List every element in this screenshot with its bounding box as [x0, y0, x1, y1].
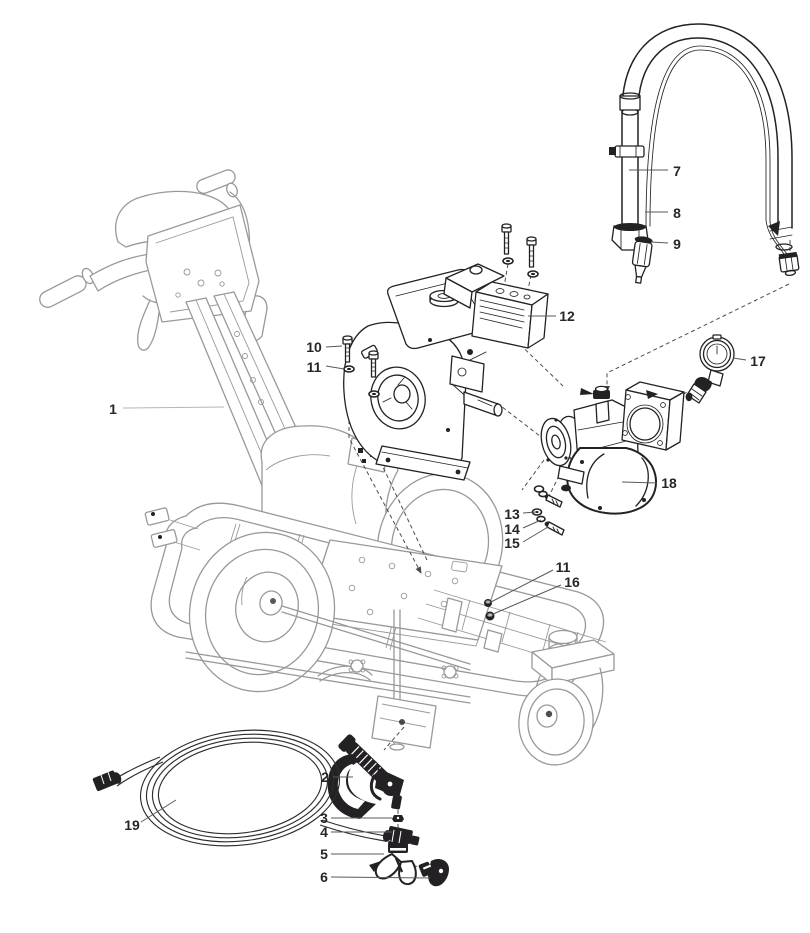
- callout-label: 9: [673, 236, 681, 252]
- engine-washer: [368, 390, 380, 398]
- callout-label: 11: [556, 559, 571, 575]
- hose-clamp: [609, 145, 645, 158]
- gun-parts-drawing: [369, 815, 449, 887]
- callout-label: 6: [320, 869, 328, 885]
- axle-and-gun-holder: [185, 605, 471, 751]
- callout-spray-tip: 6: [320, 869, 431, 885]
- leader-line: [522, 511, 537, 514]
- inlet-strainer: [631, 236, 653, 284]
- spray-gun-drawing: [327, 734, 404, 819]
- leader-line: [325, 345, 343, 348]
- hose-fitting: [382, 826, 420, 846]
- callout-label: 4: [320, 824, 328, 840]
- callout-spray-gun: 2: [321, 769, 353, 785]
- callout-drain-tube: 8: [645, 205, 681, 221]
- callout-engine: 12: [528, 308, 575, 324]
- callout-engine-washer: 11: [307, 359, 345, 375]
- clamp-knob: [348, 659, 366, 673]
- callout-pump-washer: 13: [504, 506, 537, 522]
- leader-line: [621, 481, 658, 484]
- leader-line: [122, 406, 225, 409]
- pump-fasteners-drawing: [484, 485, 565, 621]
- pump-mount-bolt: [526, 236, 539, 278]
- callout-frame-mast: 1: [109, 401, 225, 417]
- callout-label: 8: [673, 205, 681, 221]
- callout-pump: 18: [621, 475, 677, 491]
- callout-label: 2: [321, 769, 329, 785]
- leader-line: [522, 519, 542, 529]
- callout-tip-guard: 5: [320, 846, 384, 862]
- cart-frame-drawing: [39, 169, 615, 766]
- callout-frame-washer: 11: [490, 559, 571, 603]
- engine-bolt: [368, 350, 379, 378]
- callout-label: 18: [661, 475, 677, 491]
- callout-pump-lock-washer: 14: [504, 519, 542, 537]
- fastener-set-installed: [533, 485, 563, 508]
- hose-end-fitting: [778, 251, 800, 277]
- leader-line: [330, 876, 431, 879]
- pump-mount-bolt: [501, 223, 514, 265]
- leader-line: [492, 584, 562, 615]
- callout-label: 16: [564, 574, 580, 590]
- callout-gun-nut: 3: [320, 810, 392, 826]
- callout-engine-bolt: 10: [306, 339, 343, 355]
- spray-tip: [418, 858, 449, 887]
- callout-gun-seal: 4: [320, 824, 392, 840]
- leader-line: [325, 365, 345, 370]
- callout-suction-hose: 7: [629, 163, 681, 179]
- callout-label: 13: [504, 506, 520, 522]
- leader-line: [522, 526, 549, 543]
- wheel-left: [188, 531, 336, 693]
- callout-pump-bolt: 15: [504, 526, 549, 551]
- callout-inlet-strainer: 9: [650, 236, 681, 252]
- frame-nuts: [484, 599, 495, 621]
- caster-wheel: [518, 629, 615, 766]
- handlebar: [39, 169, 268, 351]
- callout-label: 12: [559, 308, 575, 324]
- callout-label: 1: [109, 401, 117, 417]
- pump-drawing: [540, 381, 685, 515]
- callout-label: 7: [673, 163, 681, 179]
- callout-label: 11: [307, 359, 322, 375]
- callout-label: 3: [320, 810, 328, 826]
- callout-pressure-gauge: 17: [732, 353, 766, 369]
- engine-washer: [343, 365, 355, 373]
- callout-label: 17: [750, 353, 766, 369]
- clamp-knob: [441, 665, 459, 679]
- callout-label: 14: [504, 521, 520, 537]
- leader-line: [650, 241, 669, 244]
- leader-line: [490, 569, 554, 603]
- leader-line: [732, 357, 747, 361]
- mounting-bolts-drawing: [342, 223, 539, 398]
- callout-label: 10: [306, 339, 322, 355]
- leader-line: [140, 799, 177, 823]
- hose-fitting: [92, 768, 122, 792]
- rear-tray: [417, 589, 607, 671]
- callout-label: 15: [504, 535, 520, 551]
- callout-paint-hose: 19: [124, 799, 177, 833]
- callout-frame-nut: 16: [492, 574, 580, 615]
- fastener-set-labeled: [531, 508, 565, 536]
- gun-nut: [392, 815, 404, 822]
- callout-label: 5: [320, 846, 328, 862]
- gauge-drawing: [685, 334, 735, 404]
- suction-hose-drawing: [609, 23, 800, 284]
- callout-label: 19: [124, 817, 140, 833]
- engine-bolt: [342, 335, 353, 363]
